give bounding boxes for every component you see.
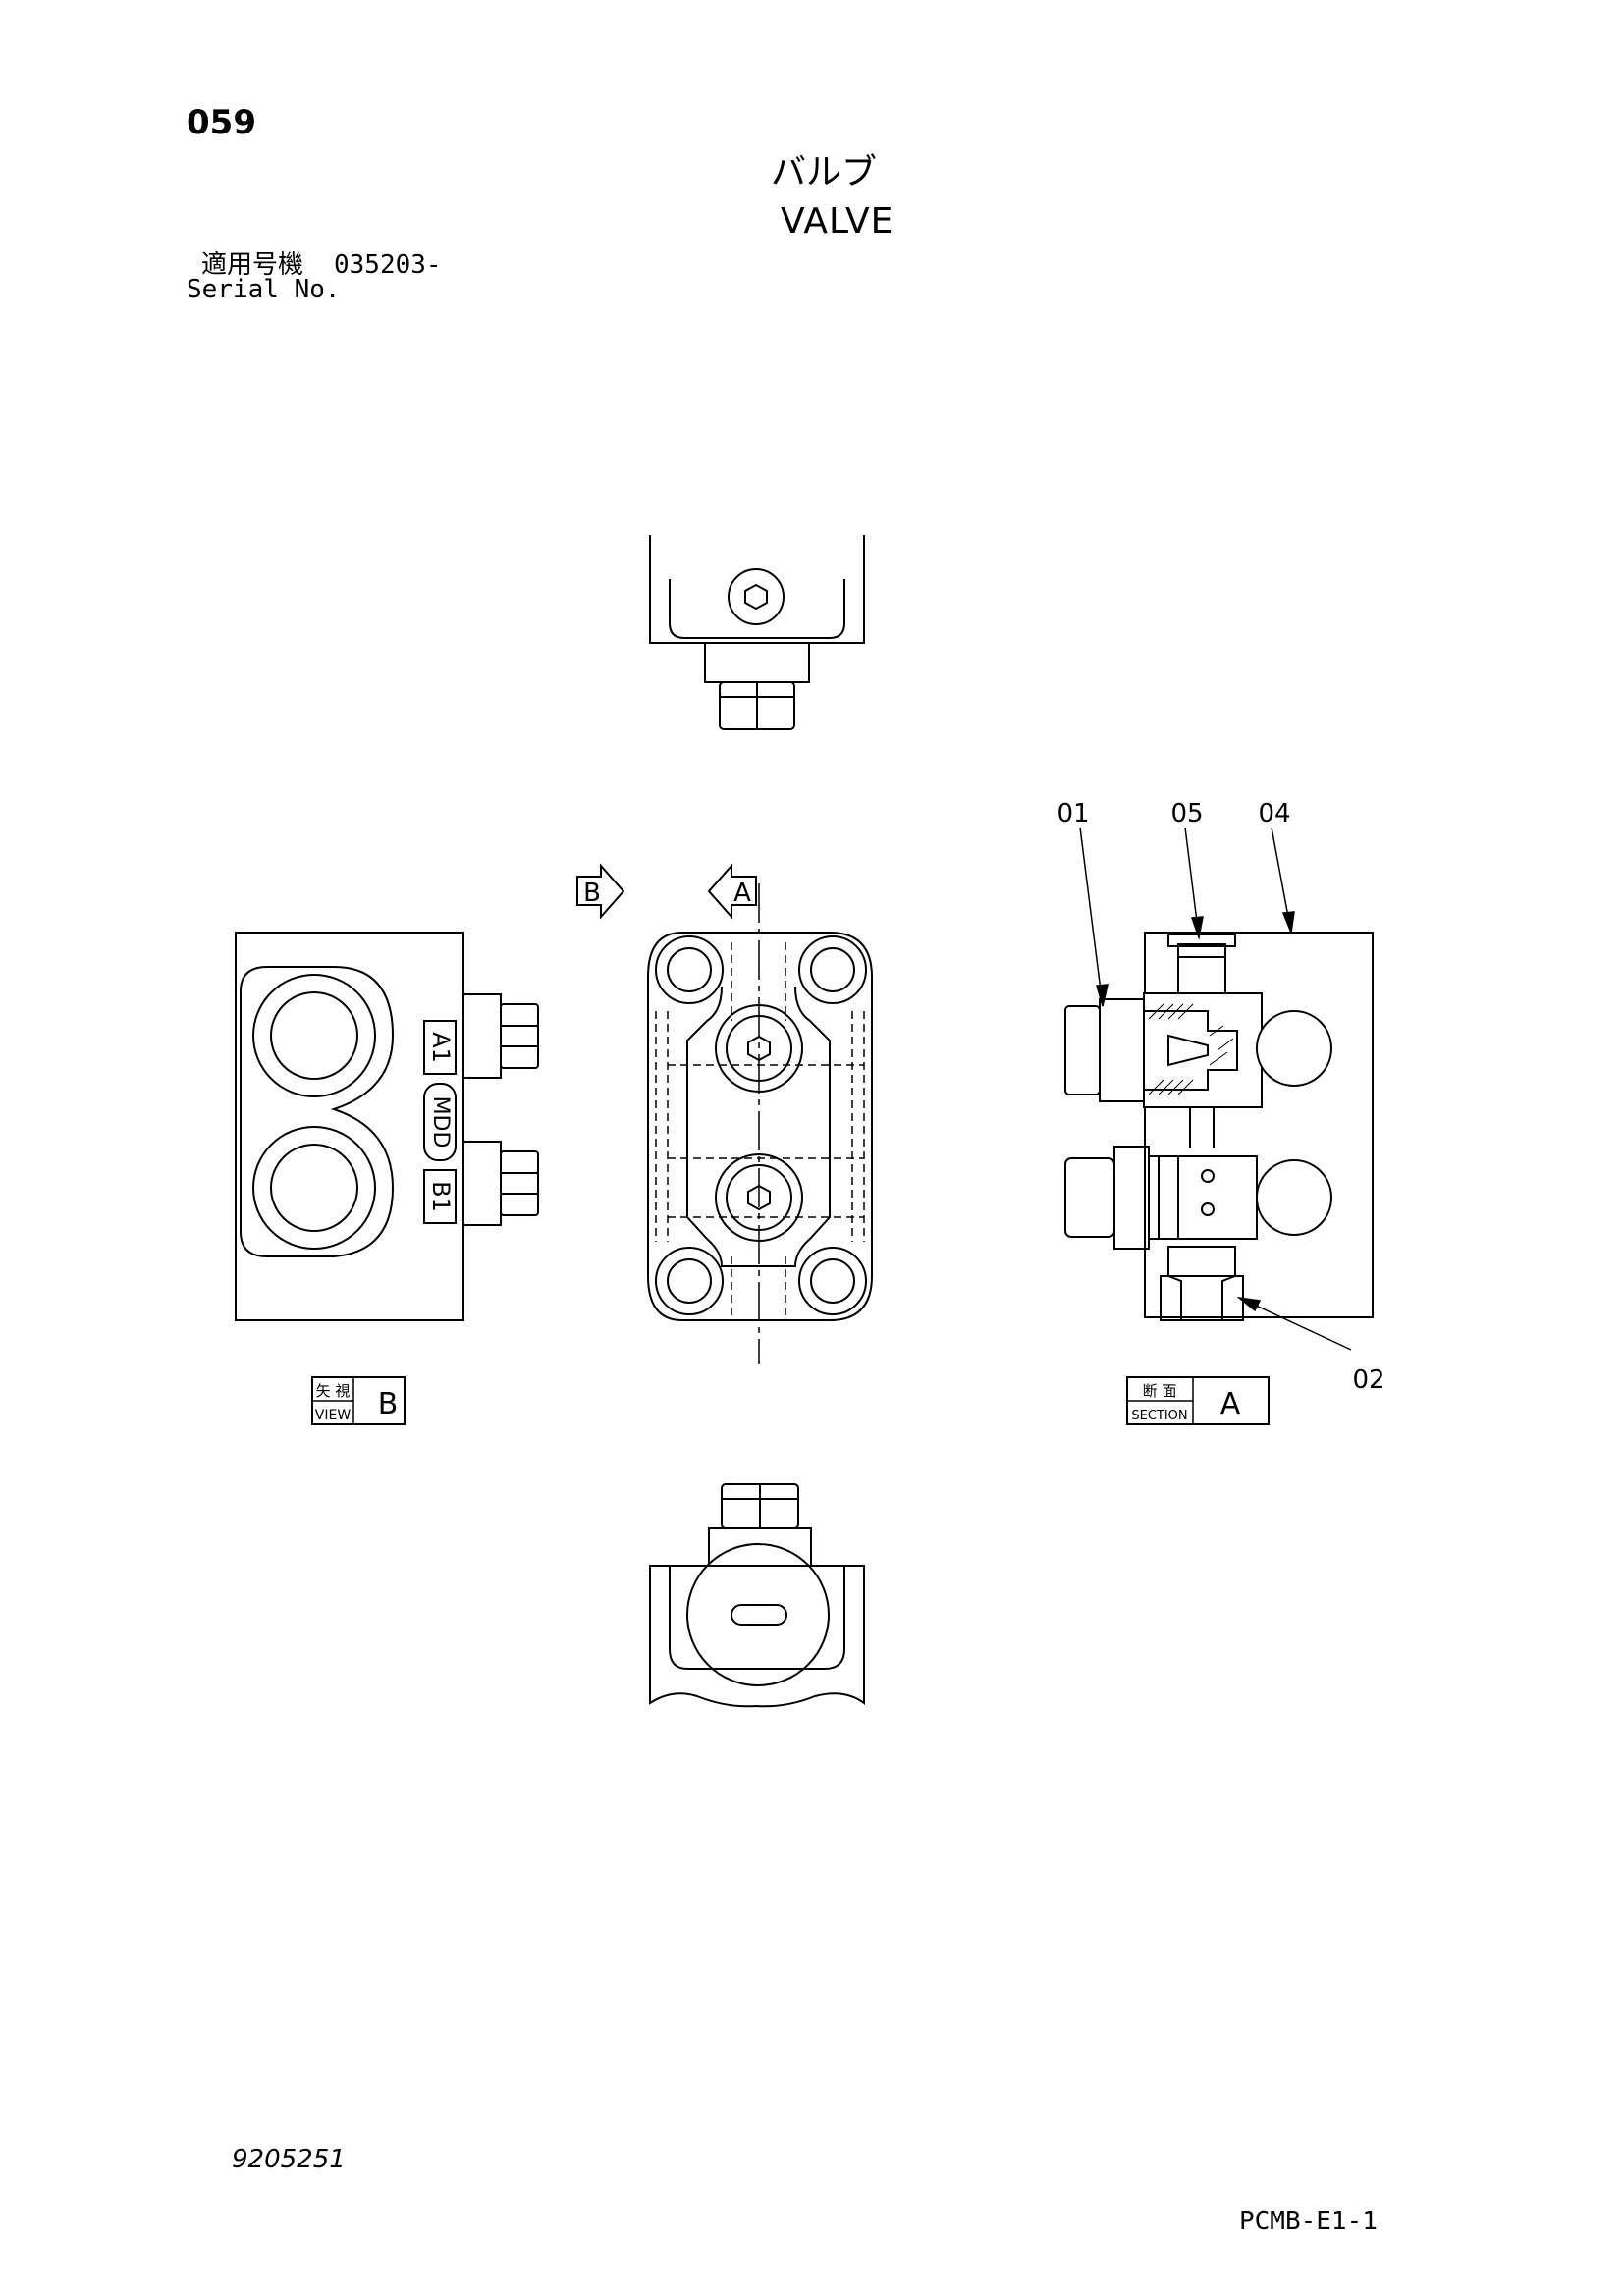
svg-text:断 面: 断 面	[1143, 1382, 1177, 1400]
front-view	[647, 883, 873, 1364]
svg-text:A: A	[733, 879, 751, 908]
svg-text:VIEW: VIEW	[315, 1408, 352, 1423]
view-b-label: 矢 視 VIEW B	[311, 1376, 406, 1425]
page-title-en: VALVE	[781, 201, 894, 241]
callout-04: 04	[1258, 799, 1290, 828]
port-label-a1: A1	[427, 1032, 455, 1063]
callout-05: 05	[1170, 799, 1203, 828]
document-code: PCMB-E1-1	[1239, 2207, 1378, 2236]
svg-text:矢 視: 矢 視	[316, 1382, 351, 1400]
page-title-jp: バルブ	[771, 152, 878, 192]
view-b-arrow: B	[576, 863, 625, 920]
section-a-label: 断 面 SECTION A	[1126, 1376, 1270, 1425]
port-label-mdd: MDD	[428, 1096, 453, 1148]
port-label-b1: B1	[427, 1181, 455, 1212]
svg-text:SECTION: SECTION	[1131, 1409, 1187, 1423]
svg-text:A: A	[1220, 1387, 1241, 1421]
callout-02: 02	[1352, 1365, 1384, 1395]
serial-value: 035203-	[334, 250, 442, 280]
top-view	[649, 535, 865, 730]
bottom-view	[649, 1483, 865, 1708]
drawing-number: 9205251	[232, 2145, 346, 2174]
section-a-arrow: A	[707, 863, 757, 920]
svg-text:B: B	[583, 879, 601, 908]
serial-label-en: Serial No.	[187, 275, 341, 304]
section-a-drawing: 01 05 04 02	[1056, 799, 1384, 1395]
serial-label-jp: 適用号機	[201, 250, 304, 280]
svg-text:B: B	[378, 1387, 399, 1421]
callout-01: 01	[1056, 799, 1089, 828]
page-number: 059	[187, 103, 256, 142]
view-b-drawing: A1 MDD B1	[235, 932, 539, 1321]
